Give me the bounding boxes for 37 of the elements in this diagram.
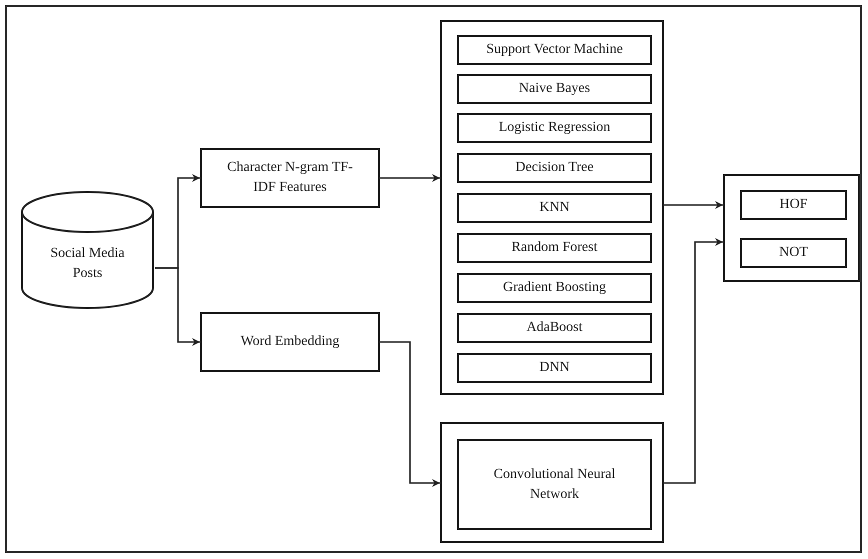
- process-box: [457, 233, 652, 263]
- arrow: [380, 174, 440, 182]
- group-box: [440, 422, 664, 543]
- box-label: DNN: [539, 359, 570, 377]
- process-box: [200, 312, 380, 372]
- box-label: Character N-gram TF-IDF Features: [226, 159, 354, 197]
- process-box: [457, 74, 652, 104]
- process-box: [740, 190, 847, 220]
- box-label: Logistic Regression: [498, 119, 610, 137]
- process-box: [457, 113, 652, 143]
- group-box: [440, 20, 664, 395]
- arrow: [155, 267, 200, 346]
- box-label: HOF: [779, 196, 808, 214]
- box-label: Convolutional Neural Network: [492, 466, 616, 504]
- box-label: Gradient Boosting: [502, 279, 606, 297]
- box-label: NOT: [779, 244, 808, 262]
- process-box: [457, 193, 652, 223]
- arrow: [664, 201, 723, 209]
- process-box: [457, 439, 652, 530]
- box-label: Naive Bayes: [518, 80, 590, 98]
- process-box: [457, 353, 652, 383]
- box-label: KNN: [539, 199, 570, 217]
- process-box: [457, 273, 652, 303]
- process-box: [457, 153, 652, 183]
- box-label: AdaBoost: [526, 319, 582, 337]
- process-box: [457, 313, 652, 343]
- box-label: Support Vector Machine: [486, 41, 623, 59]
- box-label: Word Embedding: [240, 333, 340, 351]
- box-label: Decision Tree: [515, 159, 594, 177]
- arrow: [664, 238, 723, 484]
- box-label: Random Forest: [512, 239, 598, 257]
- box-label: Social Media Posts: [49, 245, 126, 283]
- arrow: [380, 341, 440, 487]
- process-box: [457, 35, 652, 65]
- process-box: [200, 148, 380, 208]
- process-box: [740, 238, 847, 268]
- group-box: [723, 174, 860, 282]
